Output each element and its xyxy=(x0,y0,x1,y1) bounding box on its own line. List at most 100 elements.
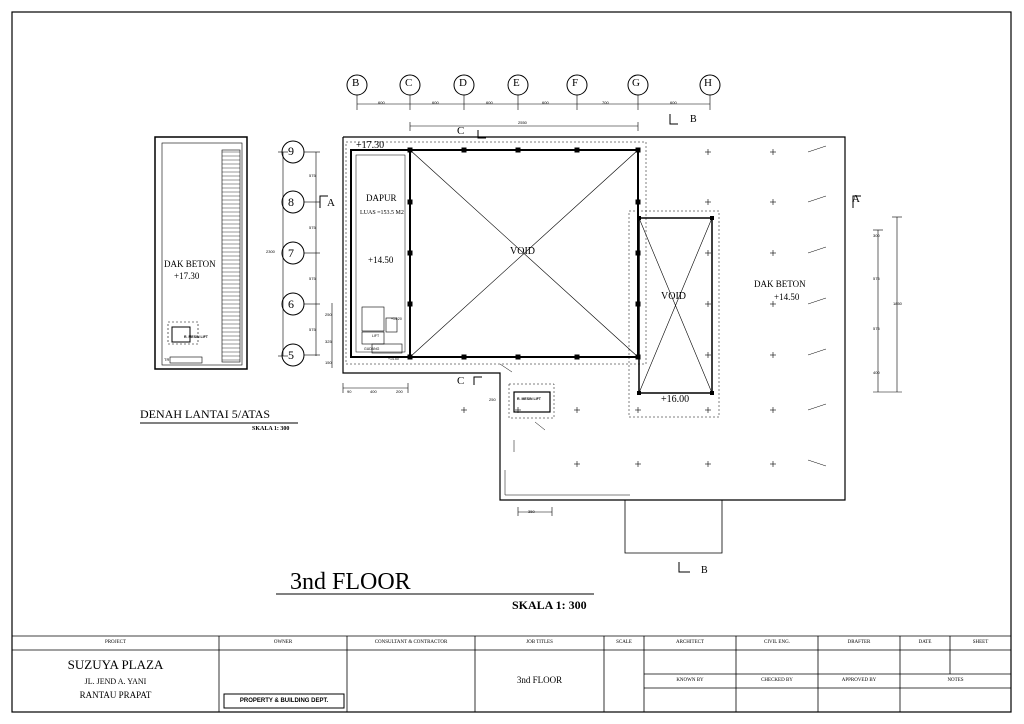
column xyxy=(710,216,714,220)
row-label-6: 6 xyxy=(288,297,294,311)
column xyxy=(407,301,413,307)
column xyxy=(461,354,467,360)
level-small-a: +14.20 xyxy=(391,317,402,321)
room-dak-beton-inset: DAK BETON xyxy=(164,259,216,269)
tb-header-project: PROJECT xyxy=(104,640,127,645)
row-grid-dimension xyxy=(278,151,333,368)
proj-dim: 350 xyxy=(528,509,535,514)
col-label-g: G xyxy=(632,77,640,89)
mesin-dim: 250 xyxy=(489,397,496,402)
column-grid-dimension xyxy=(357,103,710,131)
drain-arrow xyxy=(807,297,827,305)
tb-header-sheet: SHEET xyxy=(972,640,989,645)
drawing-title: 3nd FLOOR xyxy=(290,569,411,595)
bottom-dim-1: 90 xyxy=(347,389,352,394)
level-void-small: +16.00 xyxy=(661,394,690,405)
right-dim-3: 575 xyxy=(873,326,880,331)
sheet-border xyxy=(11,11,1012,713)
column xyxy=(515,147,521,153)
col-dim-2: 600 xyxy=(432,100,439,105)
col-label-b: B xyxy=(352,77,360,89)
column xyxy=(635,199,641,205)
row-label-7: 7 xyxy=(288,246,294,260)
right-dim-2: 575 xyxy=(873,276,880,281)
row-dim-3: 575 xyxy=(309,276,316,281)
column xyxy=(407,250,413,256)
section-b-bottom: B xyxy=(701,565,708,576)
column xyxy=(407,199,413,205)
room-gudang: GUDANG xyxy=(364,347,380,351)
column xyxy=(637,391,641,395)
level-inset: +17.30 xyxy=(174,271,200,281)
tb-header-architect: ARCHITECT xyxy=(675,640,705,645)
tb-header-job: JOB TITLES xyxy=(526,640,553,645)
section-c-bottom: C xyxy=(457,375,465,387)
right-dim-1: 300 xyxy=(873,233,880,238)
col-dim-6: 600 xyxy=(670,100,677,105)
room-lift: LIFT xyxy=(372,334,380,338)
column xyxy=(461,147,467,153)
room-r-mesin-main: R. MESIN LIFT xyxy=(517,397,541,401)
row-sub-dim-1: 250 xyxy=(325,312,332,317)
column xyxy=(635,301,641,307)
room-void-main: VOID xyxy=(510,246,535,257)
row-dim-1: 575 xyxy=(309,173,316,178)
column xyxy=(710,391,714,395)
room-dapur-area: LUAS =153.5 M2 xyxy=(360,210,404,216)
col-dim-3: 600 xyxy=(486,100,493,105)
column xyxy=(635,354,641,360)
tb-owner-label: PROPERTY & BUILDING DEPT. xyxy=(239,698,329,704)
inset-scale: SKALA 1: 300 xyxy=(252,426,290,432)
room-void-small: VOID xyxy=(661,291,686,302)
drain-arrow xyxy=(807,195,827,203)
room-dak-beton: DAK BETON xyxy=(754,279,806,289)
right-dimension xyxy=(873,216,902,393)
level-dak: +14.50 xyxy=(774,292,800,302)
row-label-9: 9 xyxy=(288,144,294,158)
room-tr: TR xyxy=(164,357,170,362)
level-top: +17.30 xyxy=(356,140,385,151)
inset-title: DENAH LANTAI 5/ATAS xyxy=(140,407,271,421)
row-dim-4: 575 xyxy=(309,327,316,332)
drawing-scale: SKALA 1: 300 xyxy=(512,598,587,612)
title-block-frame xyxy=(12,635,1011,712)
row-sub-dim-3: 150 xyxy=(325,360,332,365)
col-total-dim: 2550 xyxy=(518,120,527,125)
column xyxy=(574,354,580,360)
drainage-arrows xyxy=(499,145,827,467)
bottom-dim-2: 400 xyxy=(370,389,377,394)
tb-project-addr1: JL. JEND A. YANI xyxy=(84,677,147,686)
col-label-h: H xyxy=(704,77,712,89)
section-c-top: C xyxy=(457,125,465,137)
section-markers xyxy=(319,114,861,573)
column xyxy=(515,354,521,360)
col-label-c: C xyxy=(405,77,413,89)
col-dim-1: 600 xyxy=(378,100,385,105)
room-dapur: DAPUR xyxy=(366,193,397,203)
col-label-f: F xyxy=(572,77,579,89)
tb-header-drafter: DRAFTER xyxy=(847,640,871,645)
row-dim-2: 575 xyxy=(309,225,316,230)
bottom-dimensions xyxy=(342,383,553,516)
tb-header-owner: OWNER xyxy=(273,640,293,645)
level-dapur: +14.50 xyxy=(368,255,394,265)
col-label-e: E xyxy=(513,77,520,89)
bottom-dim-3: 200 xyxy=(396,389,403,394)
tb-header-scale: SCALE xyxy=(616,640,632,645)
tb-header-civil: CIVIL ENG. xyxy=(764,640,790,645)
tb-project-name: SUZUYA PLAZA xyxy=(67,657,164,672)
row-total-dim: 2300 xyxy=(266,249,275,254)
col-dim-4: 600 xyxy=(542,100,549,105)
section-b-top: B xyxy=(690,114,697,125)
tb-job-title: 3nd FLOOR xyxy=(516,675,563,685)
grid-bubbles xyxy=(281,74,721,367)
drain-arrow xyxy=(807,348,827,356)
column xyxy=(407,354,413,360)
right-dim-4: 400 xyxy=(873,370,880,375)
column xyxy=(635,250,641,256)
structural-columns xyxy=(407,147,714,395)
tb-header-date: DATE xyxy=(918,640,932,645)
drain-arrow xyxy=(534,421,546,431)
main-plan xyxy=(342,136,846,554)
row-label-8: 8 xyxy=(288,195,294,209)
